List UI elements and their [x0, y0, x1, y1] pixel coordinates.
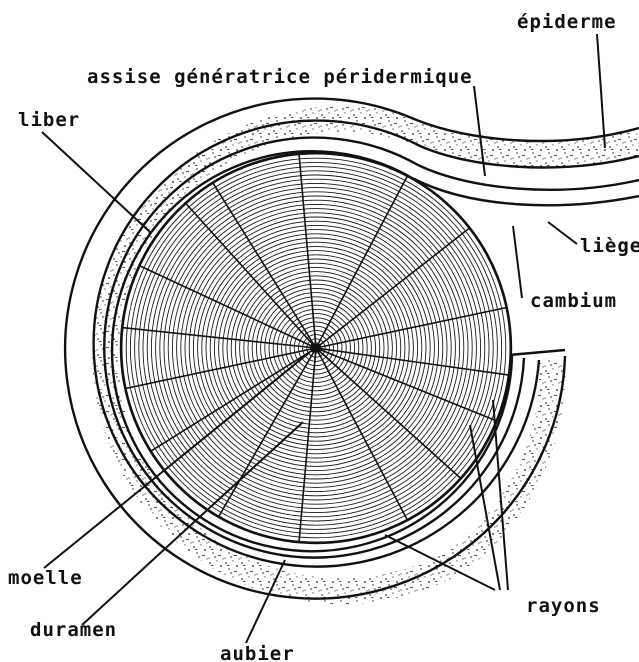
leader-epiderme: [597, 34, 605, 148]
leader-cambium: [513, 226, 522, 298]
leader-liege: [548, 222, 577, 244]
label-assise: assise génératrice péridermique: [87, 66, 473, 88]
label-liege: liège: [580, 235, 639, 257]
leader-liber: [42, 132, 150, 232]
label-moelle: moelle: [8, 567, 83, 589]
wrap-cut-edge: [509, 350, 565, 355]
label-duramen: duramen: [30, 619, 117, 641]
label-rayons: rayons: [526, 595, 601, 617]
pith: [311, 344, 320, 352]
label-liber: liber: [18, 109, 80, 131]
label-aubier: aubier: [220, 643, 295, 662]
label-epiderme: épiderme: [517, 11, 617, 33]
label-cambium: cambium: [530, 290, 617, 312]
